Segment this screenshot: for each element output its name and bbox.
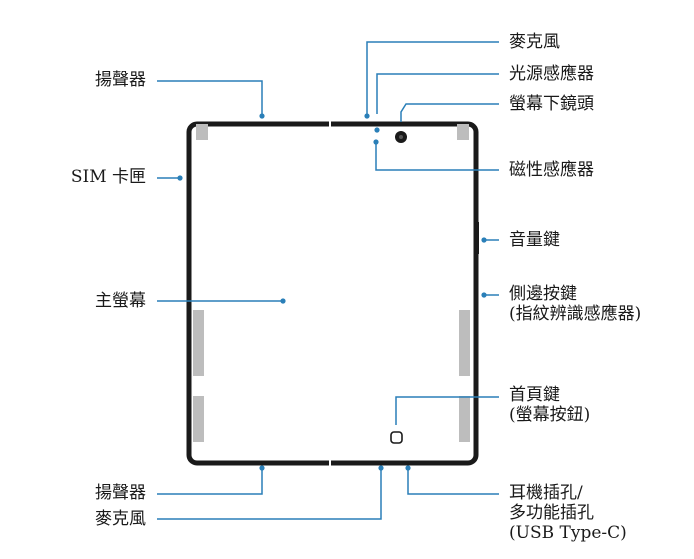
label-light-sensor: 光源感應器 — [509, 64, 594, 84]
label-mic-top: 麥克風 — [509, 32, 560, 52]
right-hinge-strip-upper — [459, 310, 470, 376]
left-hinge-strip-lower — [193, 396, 204, 442]
leader-home-key — [395, 396, 499, 425]
top-right-corner-strip — [457, 124, 469, 140]
label-speaker-bottom: 揚聲器 — [95, 483, 146, 503]
leader-mic-top — [366, 41, 499, 114]
label-home-key-sub: (螢幕按鈕) — [509, 405, 591, 425]
right-hinge-strip-lower — [459, 396, 470, 442]
label-port: 耳機插孔/ — [509, 483, 583, 503]
volume-key — [474, 222, 479, 254]
leader-mic-bottom — [157, 470, 382, 520]
leader-speaker-bottom — [157, 470, 263, 495]
label-side-key: 側邊按鍵 — [509, 284, 577, 304]
camera-lens-icon — [395, 131, 407, 143]
label-magnetic-sensor: 磁性感應器 — [509, 160, 594, 180]
leader-speaker-top — [157, 80, 263, 114]
leader-camera — [400, 103, 499, 122]
label-sim-tray: SIM 卡匣 — [70, 167, 146, 187]
label-volume-key: 音量鍵 — [509, 230, 560, 250]
label-home-key: 首頁鍵 — [509, 385, 560, 405]
label-mic-bottom: 麥克風 — [95, 509, 146, 529]
home-button-icon — [390, 431, 403, 444]
leader-lines — [157, 41, 499, 520]
label-port-usb: (USB Type-C) — [509, 523, 627, 543]
label-port-multi: 多功能插孔 — [509, 503, 594, 523]
leader-magnetic-sensor — [375, 140, 499, 171]
left-hinge-strip-upper — [193, 310, 204, 376]
label-main-screen: 主螢幕 — [95, 291, 146, 311]
top-left-corner-strip — [196, 124, 208, 140]
leader-light-sensor — [376, 73, 499, 114]
device-outline — [186, 121, 479, 466]
label-speaker-top: 揚聲器 — [95, 70, 146, 90]
leader-dots — [177, 113, 487, 471]
leader-port — [407, 470, 499, 495]
label-side-key-sub: (指紋辨識感應器) — [509, 304, 642, 324]
label-under-display-camera: 螢幕下鏡頭 — [509, 94, 594, 114]
